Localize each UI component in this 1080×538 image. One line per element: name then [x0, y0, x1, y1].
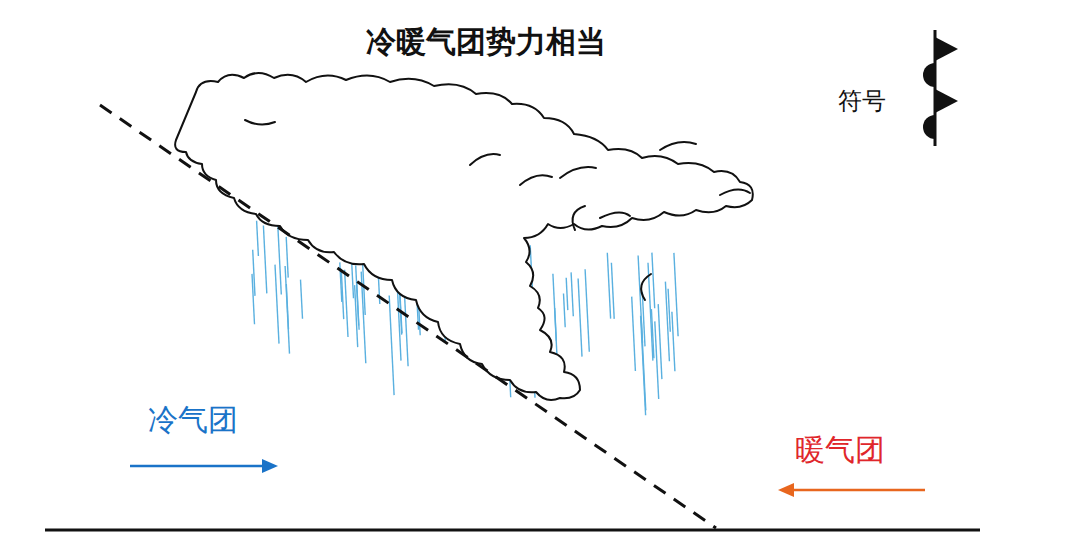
- rain-streak: [566, 278, 568, 310]
- rain-streak: [578, 279, 582, 357]
- rain-streak: [275, 265, 279, 344]
- rain-streak: [257, 221, 259, 256]
- stationary-front-symbol: [923, 30, 958, 146]
- warm-arrow: [778, 483, 925, 497]
- rain-streak: [632, 297, 636, 371]
- rain-streak: [607, 253, 610, 319]
- rain-streak: [263, 226, 266, 294]
- rain-streak: [389, 296, 394, 396]
- rain-streak: [585, 269, 589, 352]
- rain-streak: [356, 266, 359, 326]
- rain-streak: [672, 312, 675, 371]
- rain-streak: [285, 266, 289, 354]
- rain-streak: [658, 304, 662, 379]
- symbol-label: 符号: [838, 87, 886, 116]
- rain-streak: [674, 253, 678, 336]
- rain-streak: [665, 282, 669, 362]
- rain-streak: [286, 237, 288, 278]
- rain-streak: [345, 270, 348, 337]
- rain-streak: [253, 250, 255, 296]
- rain-streak: [278, 225, 282, 294]
- rain-streak: [301, 280, 303, 319]
- rain-streak: [571, 272, 573, 316]
- rain-streak: [652, 253, 655, 309]
- rain-streak: [555, 308, 557, 341]
- ground-line: [45, 529, 980, 532]
- rain-streak: [611, 263, 614, 319]
- rain-streak: [564, 294, 566, 328]
- cold-air-label: 冷气团: [148, 402, 238, 438]
- frontal-surface: [100, 105, 716, 528]
- warm-air-label: 暖气团: [795, 432, 885, 468]
- cloud-outline: [175, 73, 753, 400]
- rain-streak: [341, 269, 344, 319]
- cold-arrow: [130, 459, 278, 473]
- rain-streak: [668, 289, 670, 332]
- diagram-title: 冷暖气团势力相当: [366, 24, 606, 60]
- rain-streak: [648, 263, 653, 361]
- cloud-detail: [245, 120, 750, 300]
- rain-streak: [655, 321, 659, 399]
